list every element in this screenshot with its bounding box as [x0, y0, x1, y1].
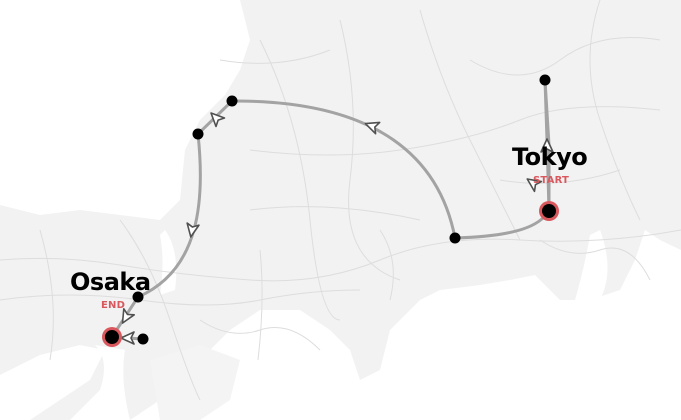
stop-marker[interactable] [132, 291, 144, 303]
water-seto [0, 345, 105, 420]
direction-arrow-icon [186, 222, 200, 238]
direction-arrow-icon [121, 308, 135, 324]
start-tag: START [533, 175, 570, 186]
land-kii [150, 345, 240, 420]
water-osaka-bay [70, 345, 130, 420]
stop-marker[interactable] [192, 128, 204, 140]
start-marker[interactable] [542, 204, 556, 218]
direction-arrow-icon [364, 121, 381, 135]
route-segment[interactable] [230, 99, 457, 240]
city-label-osaka: Osaka [70, 268, 151, 296]
direction-arrow-icon [540, 138, 554, 153]
city-label-tokyo: Tokyo [512, 143, 588, 171]
direction-arrow-icon [120, 331, 135, 345]
water-tokyo-bay [575, 230, 608, 300]
road-layer [0, 0, 681, 401]
direction-arrow-icon [526, 178, 543, 193]
stop-marker[interactable] [137, 333, 149, 345]
end-marker[interactable] [105, 330, 119, 344]
end-tag: END [101, 300, 126, 311]
direction-arrow-icon [210, 112, 226, 128]
route-segment[interactable] [453, 209, 551, 240]
stop-marker[interactable] [539, 74, 551, 86]
stop-marker[interactable] [226, 95, 238, 107]
stop-marker[interactable] [449, 232, 461, 244]
